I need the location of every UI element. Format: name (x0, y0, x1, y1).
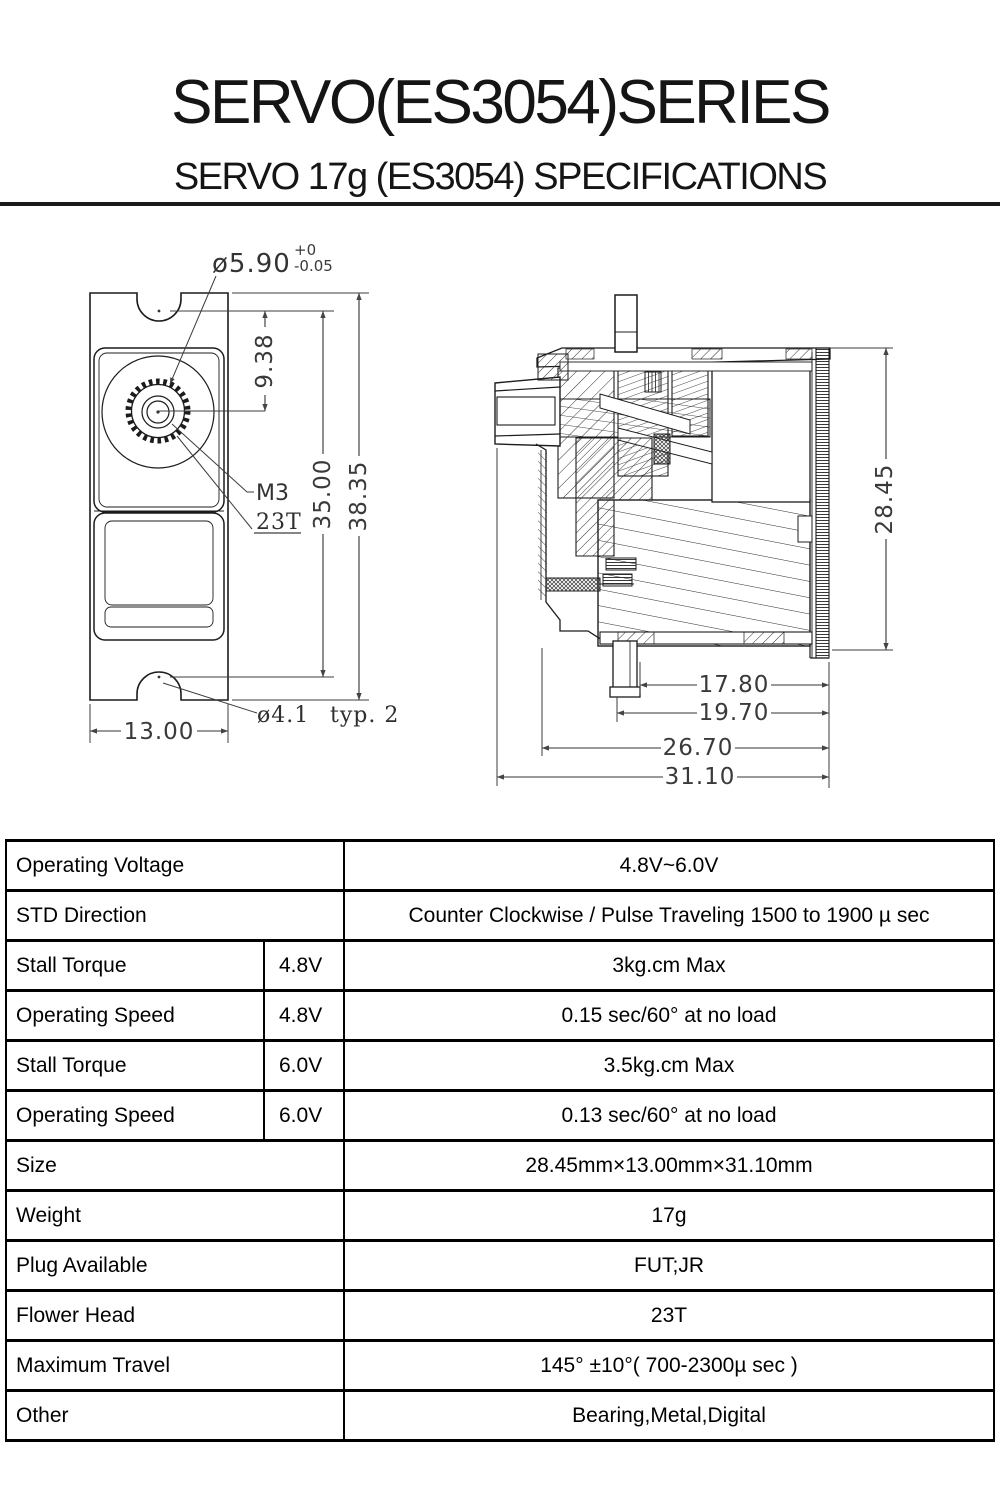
dim-a-label: 17.80 (699, 672, 770, 698)
spec-label: Flower Head (5, 1289, 345, 1342)
dim-tolerance-upper: +0 (294, 241, 316, 259)
motor-back-plate (815, 347, 830, 659)
spec-label: Stall Torque (5, 1039, 265, 1092)
lower-case-outline (93, 512, 225, 641)
case-cavity (711, 365, 811, 503)
spec-label: Other (5, 1389, 345, 1442)
spec-label: Operating Speed (5, 1089, 265, 1142)
dim-mount-hole: ø4.1 (257, 703, 309, 728)
gear-hub-section (575, 437, 653, 557)
mount-leg (612, 640, 638, 692)
dim-case-height: 28.45 (872, 464, 898, 535)
table-row: Flower Head 23T (5, 1289, 995, 1342)
case-screw (545, 577, 601, 592)
spec-label: Operating Voltage (5, 839, 345, 892)
header-divider (0, 202, 1000, 206)
spec-value: 3.5kg.cm Max (343, 1039, 995, 1092)
spec-label: Weight (5, 1189, 345, 1242)
spec-label: Plug Available (5, 1239, 345, 1292)
dim-mount-span: 35.00 (310, 459, 336, 530)
table-row: Size 28.45mm×13.00mm×31.10mm (5, 1139, 995, 1192)
spec-value: 4.8V~6.0V (343, 839, 995, 892)
motor-section (597, 499, 811, 647)
dim-tolerance-lower: -0.05 (294, 257, 333, 275)
table-row: Stall Torque 4.8V 3kg.cm Max (5, 939, 995, 992)
table-row: STD Direction Counter Clockwise / Pulse … (5, 889, 995, 942)
dim-body-width: 13.00 (124, 719, 195, 745)
spec-value: Counter Clockwise / Pulse Traveling 1500… (343, 889, 995, 942)
spec-value: 0.15 sec/60° at no load (343, 989, 995, 1042)
page-subtitle: SERVO 17g (ES3054) SPECIFICATIONS (173, 156, 828, 198)
table-row: Operating Speed 6.0V 0.13 sec/60° at no … (5, 1089, 995, 1142)
dim-shaft-offset: 9.38 (252, 333, 278, 388)
spec-value: Bearing,Metal,Digital (343, 1389, 995, 1442)
side-view-drawing: 28.45 17.80 19.70 26.70 31.10 (494, 294, 898, 790)
dim-d-label: 31.10 (665, 764, 736, 790)
dim-overall-length: 38.35 (346, 461, 372, 532)
dim-c-label: 26.70 (663, 735, 734, 761)
spline-shaft (614, 294, 638, 353)
spec-table: Operating Voltage 4.8V~6.0V STD Directio… (5, 839, 995, 1442)
dim-b-label: 19.70 (699, 700, 770, 726)
table-row: Weight 17g (5, 1189, 995, 1242)
spec-label: Size (5, 1139, 345, 1192)
dim-mount-hole-qty: typ. 2 (330, 703, 399, 728)
spec-label: Stall Torque (5, 939, 265, 992)
table-row: Operating Speed 4.8V 0.15 sec/60° at no … (5, 989, 995, 1042)
table-row: Operating Voltage 4.8V~6.0V (5, 839, 995, 892)
spec-value: 3kg.cm Max (343, 939, 995, 992)
spec-value: 0.13 sec/60° at no load (343, 1089, 995, 1142)
dim-spline-diameter: ø5.90 (212, 249, 291, 279)
table-row: Stall Torque 6.0V 3.5kg.cm Max (5, 1039, 995, 1092)
dim-screw-size: M3 (256, 481, 289, 506)
table-row: Maximum Travel 145° ±10°( 700-2300µ sec … (5, 1339, 995, 1392)
page-title: SERVO(ES3054)SERIES (171, 68, 831, 137)
spec-value: 145° ±10°( 700-2300µ sec ) (343, 1339, 995, 1392)
front-view-drawing: ø5.90 +0 -0.05 9.38 M3 23T 35.00 38.35 ø… (89, 241, 399, 745)
dim-spline-teeth: 23T (256, 510, 302, 535)
spec-value: 28.45mm×13.00mm×31.10mm (343, 1139, 995, 1192)
spec-value: 23T (343, 1289, 995, 1342)
spec-voltage: 6.0V (263, 1039, 345, 1092)
spec-voltage: 4.8V (263, 989, 345, 1042)
spec-label: STD Direction (5, 889, 345, 942)
spec-value: 17g (343, 1189, 995, 1242)
table-row: Plug Available FUT;JR (5, 1239, 995, 1292)
spec-voltage: 6.0V (263, 1089, 345, 1142)
table-row: Other Bearing,Metal,Digital (5, 1389, 995, 1442)
spec-label: Maximum Travel (5, 1339, 345, 1392)
spec-voltage: 4.8V (263, 939, 345, 992)
spec-value: FUT;JR (343, 1239, 995, 1292)
spec-label: Operating Speed (5, 989, 265, 1042)
